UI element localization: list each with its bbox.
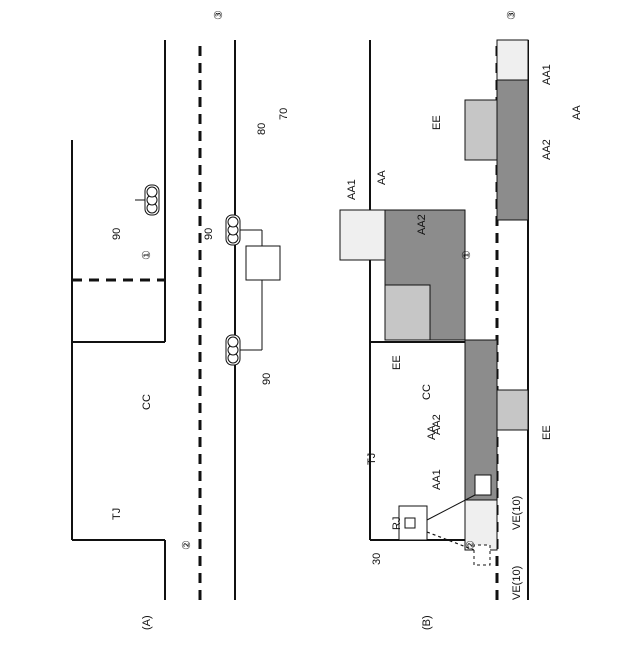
marker-one-b: ①: [461, 250, 473, 260]
label-aa-right: AA: [571, 105, 583, 120]
label-signal-bottom: 90: [261, 373, 273, 385]
label-vehicle-future: VE(10): [511, 566, 523, 600]
label-aa1-right: AA1: [541, 64, 553, 85]
traffic-signal-3: [226, 335, 240, 365]
label-signal-top: 90: [111, 228, 123, 240]
marker-three-a: ③: [213, 10, 225, 20]
label-vehicle-current: VE(10): [511, 496, 523, 530]
area-aa1-right: [497, 40, 528, 80]
panel-label-a: (A): [141, 615, 153, 630]
area-ee-upper: [465, 100, 497, 160]
label-aa2-mid: AA2: [416, 214, 428, 235]
label-signal-mid: 90: [203, 228, 215, 240]
panel-a: TJ CC 90 90 90 80 70 ① ② ③ (A): [72, 10, 290, 630]
label-aa2-left: AA2: [431, 414, 443, 435]
server-rj-box: [405, 518, 415, 528]
label-aa1-mid: AA1: [346, 179, 358, 200]
vehicle-box: [475, 475, 491, 495]
label-ee-upper: EE: [431, 115, 443, 130]
area-ee-lower: [497, 390, 528, 430]
traffic-signal-1: [135, 185, 159, 215]
label-aa1-left: AA1: [431, 469, 443, 490]
label-controller: 80: [256, 123, 268, 135]
area-aa2-right: [497, 80, 528, 220]
label-ee-lower: EE: [541, 425, 553, 440]
label-system: 70: [278, 108, 290, 120]
label-cc-a: CC: [141, 394, 153, 410]
panel-label-b: (B): [421, 615, 433, 630]
controller-box: [246, 246, 280, 280]
marker-three-b: ③: [506, 10, 518, 20]
label-tj-a: TJ: [111, 508, 123, 520]
label-cc-b: CC: [421, 384, 433, 400]
marker-one-a: ①: [141, 250, 153, 260]
label-aa2-right: AA2: [541, 139, 553, 160]
area-ee-mid: [385, 285, 430, 340]
marker-two-a: ②: [181, 540, 193, 550]
label-aa-mid: AA: [376, 170, 388, 185]
label-tj-b: TJ: [366, 453, 378, 465]
label-server: 30: [371, 553, 383, 565]
traffic-signal-2: [226, 215, 240, 245]
panel-b: AA AA AA AA1 AA1 AA1 AA2 AA2 AA2 EE EE E…: [340, 10, 583, 630]
label-ee-mid: EE: [391, 355, 403, 370]
rotated-drawing: TJ CC 90 90 90 80 70 ① ② ③ (A): [72, 10, 583, 630]
marker-two-b: ②: [465, 540, 477, 550]
area-aa1-mid: [340, 210, 385, 260]
label-rj: RJ: [391, 517, 403, 530]
